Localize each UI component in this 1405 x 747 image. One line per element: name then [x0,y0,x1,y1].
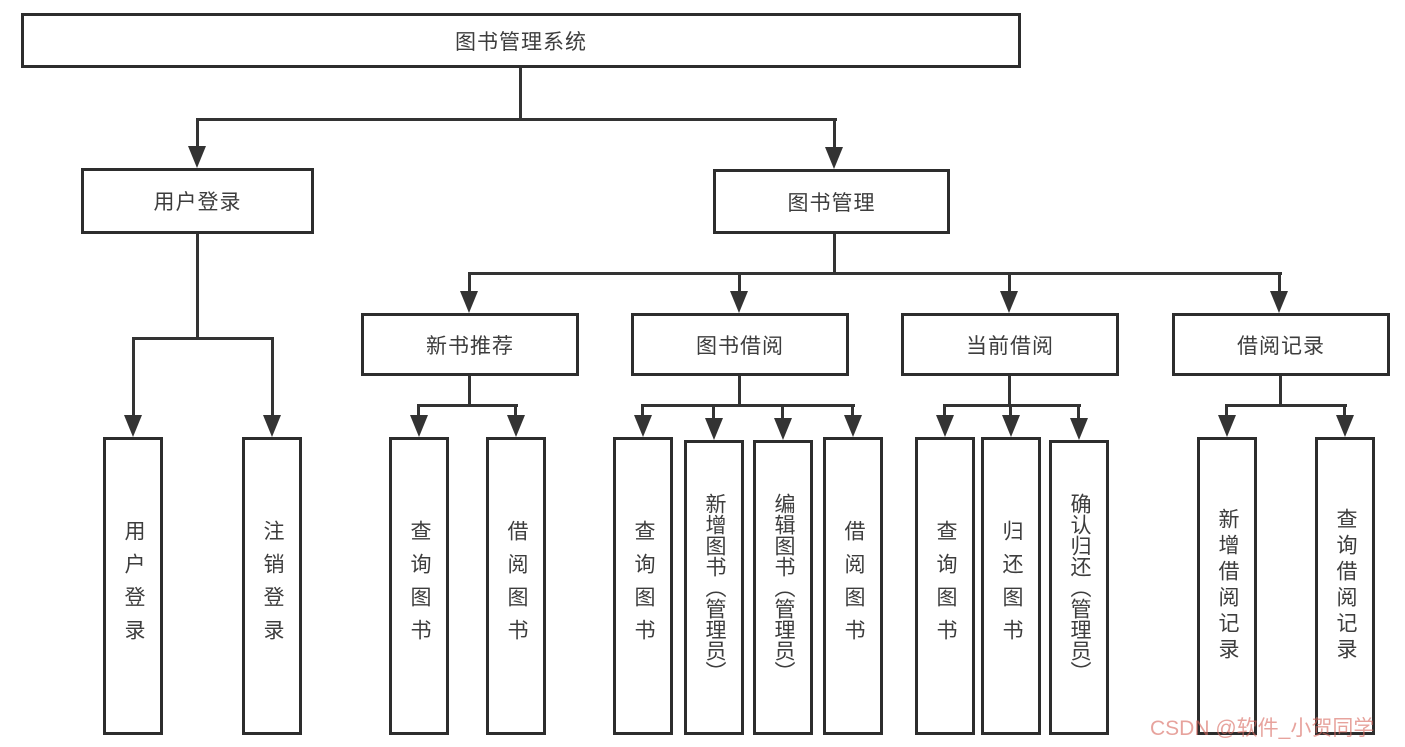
arrowhead-down-icon [263,415,281,437]
node-nb-query-books: 查询图书 [389,437,449,735]
node-root-label: 图书管理系统 [455,30,587,54]
node-label: 借阅记录 [1237,334,1325,358]
connector-shaft [1343,404,1346,419]
connector-level1-bar [196,118,837,121]
connector-bar [641,404,855,407]
connector-shaft [1225,404,1228,419]
arrowhead-down-icon [1002,415,1020,437]
csdn-watermark: CSDN @软件_小贺同学 [1150,717,1375,740]
node-label: 编辑图书（管理员） [772,493,795,682]
connector-shaft [833,118,836,150]
node-label: 图书借阅 [696,334,784,358]
node-cb-query-books: 查询图书 [915,437,975,735]
connector-shaft [943,404,946,419]
connector-bar [132,337,274,340]
node-cb-return-books: 归还图书 [981,437,1041,735]
node-user-login: 用户登录 [103,437,163,735]
arrowhead-down-icon [188,146,206,168]
connector-shaft [781,404,784,419]
node-bb-add-books-admin: 新增图书（管理员） [684,440,744,735]
node-label: 查询图书 [408,520,431,652]
arrowhead-down-icon [410,415,428,437]
node-bb-edit-books-admin: 编辑图书（管理员） [753,440,813,735]
node-label: 新增图书（管理员） [703,493,726,682]
node-label: 确认归还（管理员） [1068,493,1091,682]
connector-bar [943,404,1081,407]
arrowhead-down-icon [825,147,843,169]
connector-shaft [738,272,741,297]
node-nb-borrow-books: 借阅图书 [486,437,546,735]
connector-shaft [514,404,517,419]
arrowhead-down-icon [634,415,652,437]
arrowhead-down-icon [124,415,142,437]
arrowhead-down-icon [705,418,723,440]
node-label: 新书推荐 [426,334,514,358]
node-label: 用户登录 [153,191,242,214]
connector-stem [1008,376,1011,407]
node-bb-query-books: 查询图书 [613,437,673,735]
node-label: 查询图书 [632,520,655,652]
connector-shaft [132,337,135,417]
connector-stem [738,376,741,407]
node-label: 用户登录 [122,520,145,652]
connector-stem [468,376,471,407]
arrowhead-down-icon [774,418,792,440]
arrowhead-down-icon [730,291,748,313]
node-label: 归还图书 [1000,520,1023,652]
connector-stem [196,234,199,338]
arrowhead-down-icon [1218,415,1236,437]
connector-shaft [1008,272,1011,297]
connector-shaft [1278,272,1281,297]
node-borrow-records: 借阅记录 [1172,313,1390,376]
node-root: 图书管理系统 [21,13,1021,68]
arrowhead-down-icon [507,415,525,437]
arrowhead-down-icon [936,415,954,437]
arrowhead-down-icon [844,415,862,437]
arrowhead-down-icon [460,291,478,313]
connector-shaft [712,404,715,419]
node-label: 注销登录 [261,520,284,652]
connector-shaft [851,404,854,419]
node-label: 图书管理 [787,191,876,215]
node-br-add-record: 新增借阅记录 [1197,437,1257,735]
node-user-login-group: 用户登录 [81,168,314,234]
node-book-management: 图书管理 [713,169,950,234]
node-cb-confirm-return-admin: 确认归还（管理员） [1049,440,1109,735]
connector-shaft [1009,404,1012,419]
connector-shaft [417,404,420,419]
node-label: 查询图书 [934,520,957,652]
node-current-borrow: 当前借阅 [901,313,1119,376]
connector-shaft [468,272,471,297]
connector-root-trunk [519,68,522,119]
node-br-query-record: 查询借阅记录 [1315,437,1375,735]
connector-shaft [641,404,644,419]
node-label: 当前借阅 [966,334,1054,358]
connector-bar [468,272,1282,275]
connector-stem [1279,376,1282,407]
node-label: 查询借阅记录 [1334,508,1357,664]
node-label: 新增借阅记录 [1216,508,1239,664]
connector-bar [417,404,518,407]
connector-bar [1225,404,1347,407]
node-label: 借阅图书 [842,520,865,652]
arrowhead-down-icon [1000,291,1018,313]
node-label: 借阅图书 [505,520,528,652]
connector-shaft [271,337,274,417]
connector-shaft [1077,404,1080,419]
node-book-borrow: 图书借阅 [631,313,849,376]
connector-shaft [196,118,199,150]
connector-stem [833,234,836,275]
node-new-book-recommend: 新书推荐 [361,313,579,376]
node-logout: 注销登录 [242,437,302,735]
node-bb-borrow-books: 借阅图书 [823,437,883,735]
arrowhead-down-icon [1336,415,1354,437]
arrowhead-down-icon [1270,291,1288,313]
arrowhead-down-icon [1070,418,1088,440]
